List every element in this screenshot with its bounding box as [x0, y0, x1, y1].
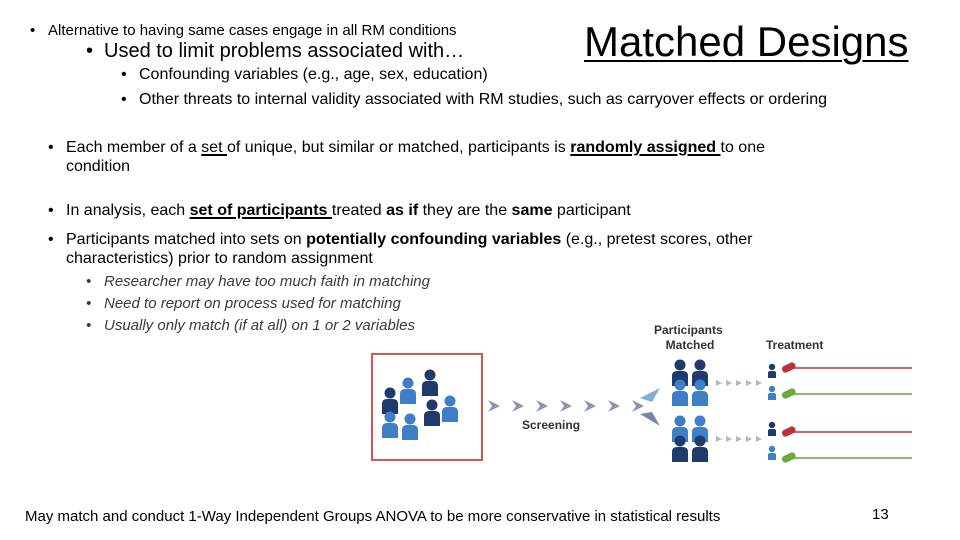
as-if: as if [386, 202, 419, 219]
matching-line2: characteristics) prior to random assignm… [66, 250, 373, 267]
participants-label: Participants Matched [654, 323, 726, 352]
same-word: same [511, 202, 553, 219]
potentially-confounding: potentially confounding variables [306, 231, 562, 248]
set-assignment-post: to one [720, 139, 765, 156]
bullet-analysis: In analysis, each set of participants tr… [48, 201, 631, 221]
bullet-confounding: Confounding variables (e.g., age, sex, e… [121, 66, 488, 84]
analysis-mid: treated [331, 202, 387, 219]
pool-people [382, 369, 458, 440]
screening-box [371, 353, 483, 461]
screening-arrows [488, 388, 660, 426]
matched-set-top [672, 359, 708, 406]
page-number: 13 [872, 506, 889, 523]
caveat-variables: Usually only match (if at all) on 1 or 2… [86, 315, 415, 337]
bullet-alternative: Alternative to having same cases engage … [30, 22, 457, 40]
bullet-used-to-limit: Used to limit problems associated with… [86, 40, 464, 62]
randomly-assigned: randomly assigned [570, 139, 721, 156]
footer-note: May match and conduct 1-Way Independent … [25, 508, 721, 525]
bullet-matching: Participants matched into sets on potent… [48, 230, 753, 250]
matching-pre: Participants matched into sets on [66, 231, 307, 248]
slide-title: Matched Designs [584, 18, 909, 65]
screening-label: Screening [522, 418, 580, 432]
matching-diagram: Screening Participants Matched Treatment [371, 323, 912, 463]
caveat-report: Need to report on process used for match… [86, 293, 401, 315]
analysis-pre: In analysis, each [66, 202, 190, 219]
matching-post: (e.g., pretest scores, other [561, 231, 753, 248]
treatment-lines [781, 362, 912, 463]
matched-set-bottom [672, 415, 708, 462]
analysis-post: participant [552, 202, 631, 219]
set-word: set [201, 139, 227, 156]
set-assignment-line2: condition [66, 158, 131, 175]
assignment-arrows [716, 380, 762, 442]
set-assignment-mid: of unique, but similar or matched, parti… [226, 139, 571, 156]
caveat-faith: Researcher may have too much faith in ma… [86, 271, 430, 293]
set-assignment-pre: Each member of a [66, 139, 202, 156]
set-of-participants: set of participants [189, 202, 332, 219]
analysis-mid2: they are the [418, 202, 512, 219]
bullet-set-assignment: Each member of a set of unique, but simi… [48, 138, 765, 158]
bullet-other-threats: Other threats to internal validity assoc… [121, 91, 827, 109]
treatment-label: Treatment [766, 338, 823, 352]
